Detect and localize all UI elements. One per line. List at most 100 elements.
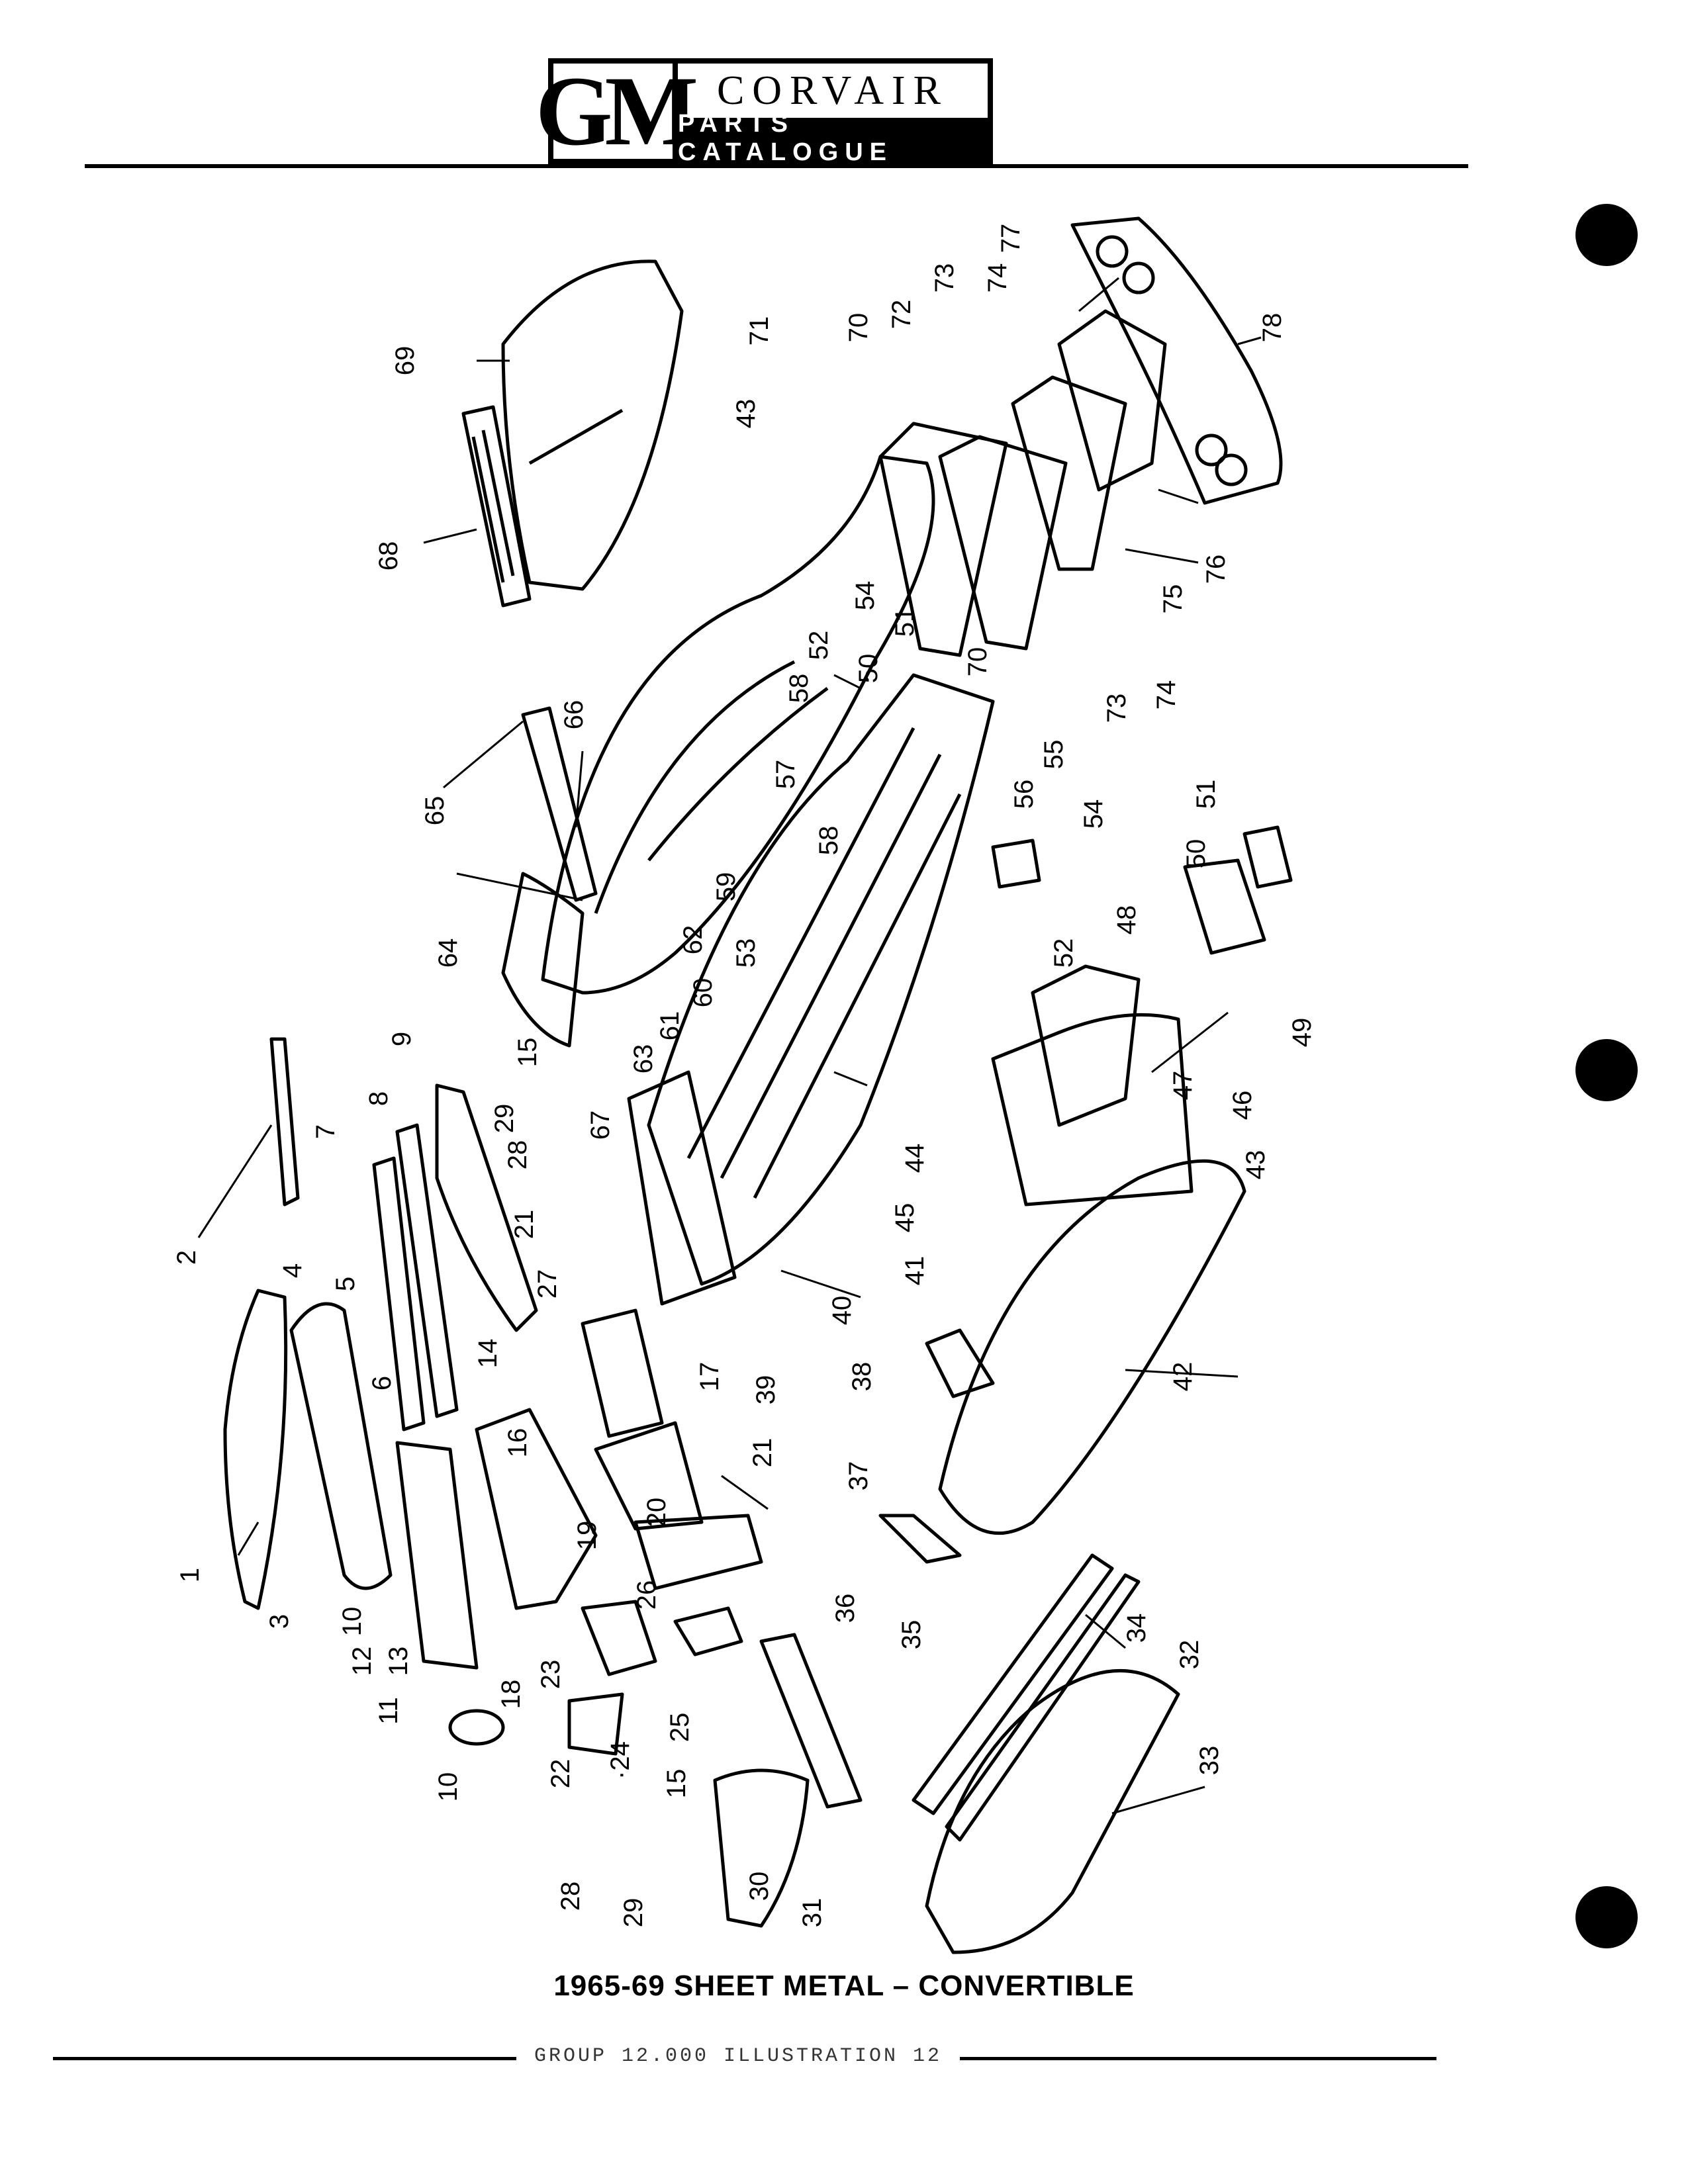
part-outline xyxy=(501,259,684,591)
part-outline xyxy=(912,1553,1114,1815)
part-outline xyxy=(269,1037,300,1206)
callout-60: 60 xyxy=(688,978,718,1008)
part-outline xyxy=(991,1013,1194,1206)
callout-73b: 73 xyxy=(1102,694,1131,723)
callout-70a: 70 xyxy=(844,313,873,343)
callout-17: 17 xyxy=(695,1362,724,1392)
callout-20: 20 xyxy=(642,1498,671,1527)
callout-71: 71 xyxy=(745,316,774,346)
callout-1: 1 xyxy=(175,1568,205,1582)
part-outline xyxy=(541,455,935,995)
callout-45: 45 xyxy=(890,1203,919,1233)
part-outline xyxy=(1070,216,1283,505)
part-outline xyxy=(1243,825,1293,889)
callout-43a: 43 xyxy=(731,399,761,429)
footer-rule-left xyxy=(53,2057,516,2060)
callout-52a: 52 xyxy=(804,631,833,660)
callout-70b: 70 xyxy=(963,647,992,677)
callout-28b: 28 xyxy=(556,1882,585,1911)
part-outline xyxy=(461,405,532,608)
callout-21b: 21 xyxy=(748,1438,777,1468)
callout-31: 31 xyxy=(798,1898,827,1928)
callout-21a: 21 xyxy=(510,1210,539,1240)
callout-30: 30 xyxy=(745,1872,774,1901)
callout-18: 18 xyxy=(496,1680,526,1709)
footer-group-label: GROUP 12.000 ILLUSTRATION 12 xyxy=(534,2045,943,2068)
callout-4: 4 xyxy=(278,1263,307,1278)
callout-28a: 28 xyxy=(503,1140,532,1170)
callout-16: 16 xyxy=(503,1428,532,1458)
callout-61: 61 xyxy=(655,1011,684,1041)
part-outline xyxy=(372,1156,426,1432)
callout-7: 7 xyxy=(311,1124,340,1139)
callout-42: 42 xyxy=(1168,1362,1197,1392)
part-outline xyxy=(938,435,1068,651)
callout-74b: 74 xyxy=(1152,680,1181,710)
part-outline xyxy=(627,1070,737,1306)
callout-52b: 52 xyxy=(1049,938,1078,968)
header-rule xyxy=(85,164,1468,168)
header-logo: GM CORVAIR PARTS CATALOGUE xyxy=(536,58,993,166)
callout-72: 72 xyxy=(887,300,916,330)
part-outline xyxy=(925,1328,995,1398)
brand-name: CORVAIR xyxy=(716,68,949,113)
punch-hole-bottom xyxy=(1575,1886,1638,1948)
part-outline xyxy=(475,1408,598,1610)
callout-11: 11 xyxy=(374,1697,403,1725)
callout-40: 40 xyxy=(827,1296,857,1326)
callout-44: 44 xyxy=(900,1144,929,1173)
part-outline xyxy=(991,839,1041,889)
callout-62: 62 xyxy=(679,925,708,955)
part-outline xyxy=(1183,858,1266,955)
callout-58b: 58 xyxy=(814,826,843,856)
callout-33: 33 xyxy=(1195,1746,1224,1776)
punch-hole-top xyxy=(1575,204,1638,266)
part-outline xyxy=(647,673,995,1286)
callout-29b: 29 xyxy=(619,1898,648,1928)
callout-29a: 29 xyxy=(490,1104,519,1134)
part-outline xyxy=(223,1289,288,1610)
callout-50a: 50 xyxy=(854,654,883,684)
callout-68: 68 xyxy=(374,541,403,571)
callout-78: 78 xyxy=(1258,313,1287,343)
catalogue-name-box: CORVAIR PARTS CATALOGUE xyxy=(678,58,993,166)
part-outline xyxy=(289,1302,393,1590)
callout-43b: 43 xyxy=(1241,1150,1270,1180)
callout-14: 14 xyxy=(473,1339,502,1369)
part-outline xyxy=(945,1573,1141,1842)
callout-56: 56 xyxy=(1009,780,1039,809)
callout-46: 46 xyxy=(1228,1091,1257,1120)
callout-38: 38 xyxy=(847,1362,876,1392)
callout-15a: 15 xyxy=(513,1038,542,1068)
part-outline xyxy=(501,872,585,1048)
callout-77: 77 xyxy=(996,224,1025,253)
callout-24: ·24 xyxy=(606,1741,635,1780)
part-outline xyxy=(594,1421,704,1531)
part-outline xyxy=(521,706,598,902)
callout-2: 2 xyxy=(172,1250,201,1265)
callout-10b: 10 xyxy=(434,1772,463,1802)
callout-51b: 51 xyxy=(1192,780,1221,809)
callout-41: 41 xyxy=(900,1256,929,1286)
callout-49: 49 xyxy=(1288,1018,1317,1048)
callout-59: 59 xyxy=(712,872,741,902)
callout-23: 23 xyxy=(536,1660,565,1690)
callout-34: 34 xyxy=(1122,1614,1151,1643)
part-outline xyxy=(673,1606,743,1657)
part-outline xyxy=(581,1600,657,1676)
part-outline xyxy=(633,1514,763,1590)
callout-66: 66 xyxy=(559,700,588,730)
callout-53: 53 xyxy=(731,938,761,968)
part-outline xyxy=(938,1159,1246,1535)
callout-73a: 73 xyxy=(930,263,959,293)
callout-36: 36 xyxy=(831,1594,860,1623)
part-outline xyxy=(713,1768,810,1928)
part-outline xyxy=(759,1633,863,1809)
callout-6: 6 xyxy=(367,1376,397,1390)
callout-27: 27 xyxy=(533,1269,562,1299)
callout-19: 19 xyxy=(573,1521,602,1551)
callout-9: 9 xyxy=(387,1032,416,1046)
callout-37: 37 xyxy=(844,1461,873,1491)
callout-22: 22 xyxy=(546,1759,575,1789)
